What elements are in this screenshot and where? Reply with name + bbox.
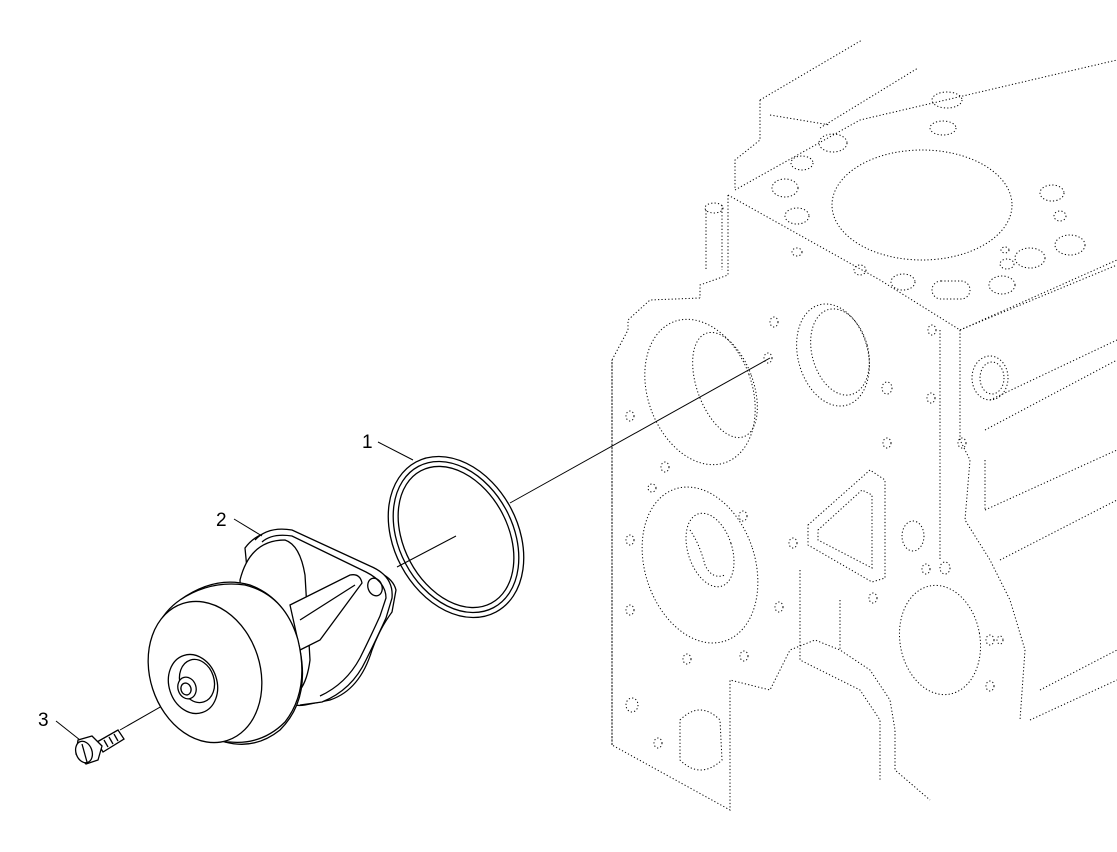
gasket-o-ring [387,455,525,619]
engine-block [611,39,1117,811]
callout-2: 2 [216,510,263,537]
bolt [74,729,125,765]
callout-3-label: 3 [38,710,49,731]
callout-1-label: 1 [362,432,373,453]
callout-1: 1 [362,432,414,461]
water-pump [147,528,397,745]
callout-2-label: 2 [216,510,227,531]
callout-3: 3 [38,710,81,741]
